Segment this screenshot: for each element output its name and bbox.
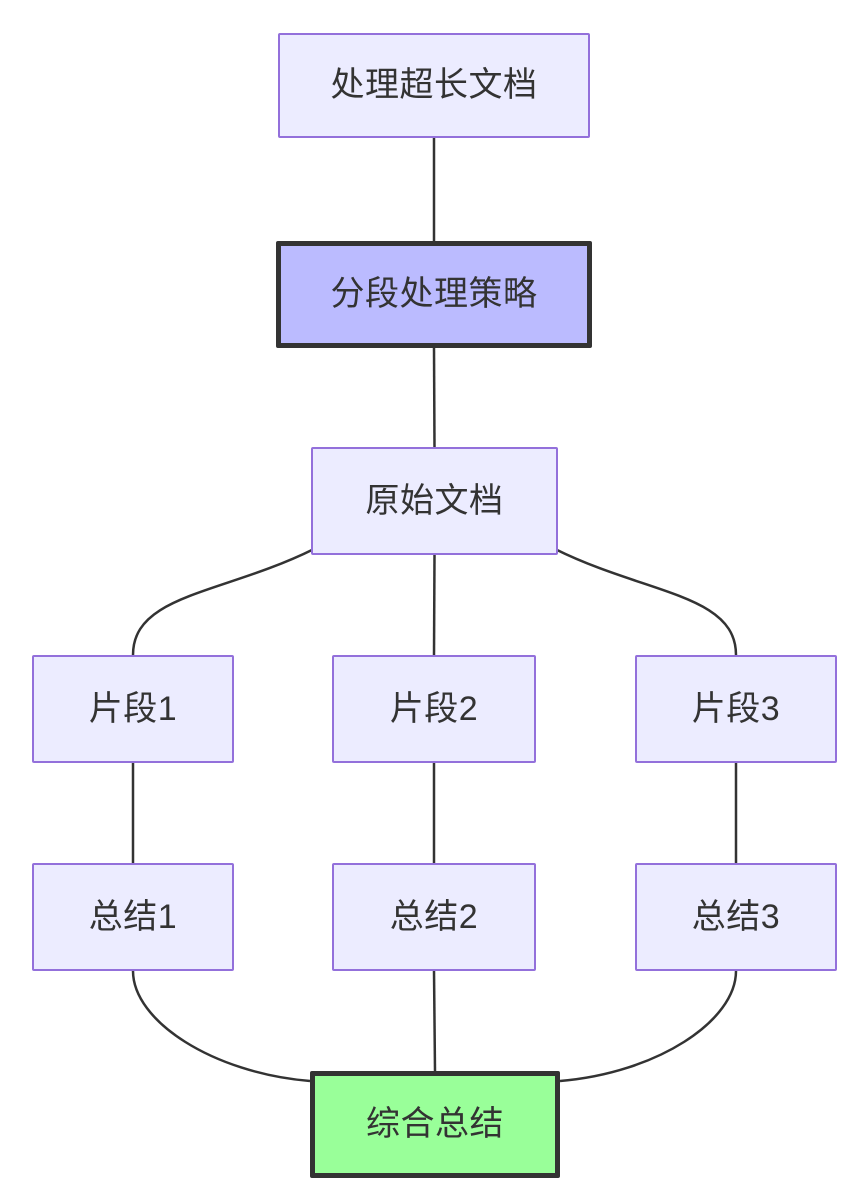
node-final-summary: 综合总结: [310, 1071, 560, 1178]
edge-s3-to-final: [559, 970, 738, 1083]
node-fragment-2-label: 片段2: [389, 689, 479, 728]
node-segment-strategy: 分段处理策略: [276, 241, 592, 348]
edge-n3-to-p1: [131, 547, 315, 656]
node-summary-1: 总结1: [32, 863, 234, 971]
node-summary-2: 总结2: [332, 863, 536, 971]
edge-n2-to-n3: [432, 347, 436, 448]
node-fragment-1-label: 片段1: [88, 689, 178, 728]
node-fragment-3: 片段3: [635, 655, 837, 763]
node-process-long-doc-label: 处理超长文档: [330, 66, 538, 105]
node-segment-strategy-label: 分段处理策略: [330, 275, 538, 314]
edge-s2-to-final: [432, 970, 437, 1072]
node-summary-3: 总结3: [635, 863, 837, 971]
node-fragment-1: 片段1: [32, 655, 234, 763]
node-summary-1-label: 总结1: [88, 897, 178, 936]
edge-s1-to-final: [131, 970, 311, 1083]
node-fragment-2: 片段2: [332, 655, 536, 763]
node-fragment-3-label: 片段3: [691, 689, 781, 728]
node-summary-3-label: 总结3: [691, 897, 781, 936]
node-summary-2-label: 总结2: [389, 897, 479, 936]
edge-n3-to-p2: [432, 554, 436, 656]
node-original-doc: 原始文档: [311, 447, 558, 555]
node-final-summary-label: 综合总结: [366, 1105, 504, 1144]
node-process-long-doc: 处理超长文档: [278, 33, 590, 138]
node-original-doc-label: 原始文档: [365, 481, 504, 520]
edge-n3-to-p3: [554, 547, 738, 656]
